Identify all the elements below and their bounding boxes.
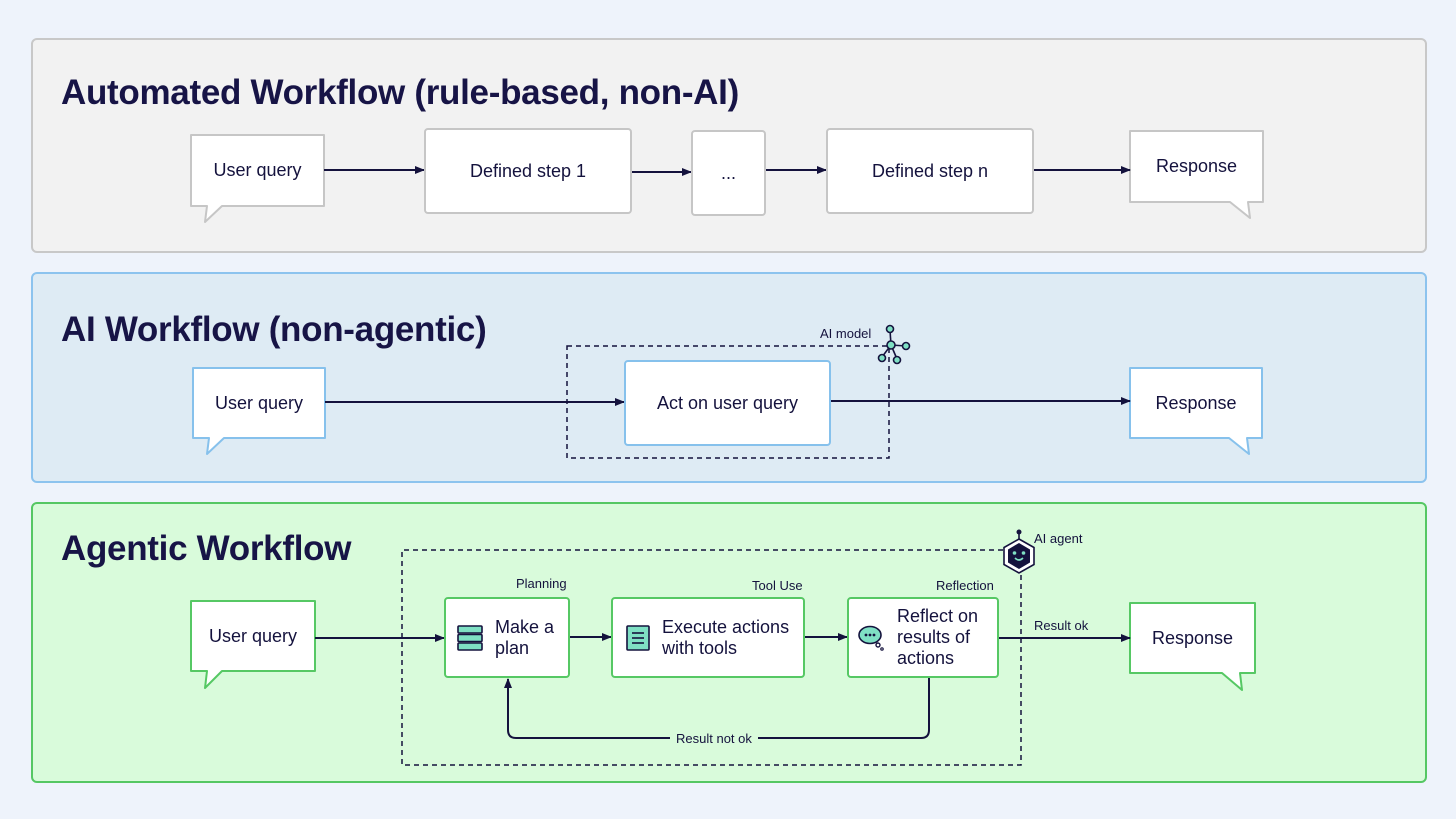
ai-model-label: AI model xyxy=(820,326,872,341)
make-a-plan-box: Make a plan xyxy=(444,597,570,678)
defined-step-n-box: Defined step n xyxy=(826,128,1034,214)
agentic-user-query: User query xyxy=(191,601,315,671)
automated-response-label: Response xyxy=(1155,156,1238,176)
automated-user-query: User query xyxy=(191,135,324,206)
defined-step-1-box: Defined step 1 xyxy=(424,128,632,214)
reflect-label: Reflect on results of actions xyxy=(897,606,979,668)
make-a-plan-label: Make a plan xyxy=(495,616,555,658)
ai-user-query: User query xyxy=(193,368,325,438)
execute-actions-box: Execute actions with tools xyxy=(611,597,805,678)
ai-response: Response xyxy=(1130,368,1262,438)
ellipsis-step-box: ... xyxy=(691,130,766,216)
ai-workflow-title: AI Workflow (non-agentic) xyxy=(61,310,487,349)
automated-response: Response xyxy=(1130,131,1263,202)
agentic-workflow-title: Agentic Workflow xyxy=(61,529,352,568)
automated-workflow-title: Automated Workflow (rule-based, non-AI) xyxy=(61,73,739,112)
agentic-response: Response xyxy=(1130,603,1255,673)
thought-bubble-icon xyxy=(857,625,885,651)
ellipsis-step-label: ... xyxy=(720,162,736,183)
automated-user-query-label: User query xyxy=(213,160,302,180)
act-on-user-query-label: Act on user query xyxy=(656,392,799,413)
stacked-layers-icon xyxy=(457,624,483,651)
result-not-ok-label: Result not ok xyxy=(670,731,758,746)
reflection-label: Reflection xyxy=(936,578,994,593)
defined-step-n-label: Defined step n xyxy=(871,160,989,181)
execute-actions-label: Execute actions with tools xyxy=(662,616,790,658)
planning-label: Planning xyxy=(516,576,567,591)
ai-agent-label: AI agent xyxy=(1034,531,1083,546)
ai-response-label: Response xyxy=(1155,392,1237,413)
ai-user-query-label: User query xyxy=(214,392,304,413)
result-ok-label: Result ok xyxy=(1034,618,1089,633)
reflect-box: Reflect on results of actions xyxy=(847,597,999,678)
act-on-user-query-box: Act on user query xyxy=(624,360,831,446)
tool-use-label: Tool Use xyxy=(752,578,803,593)
agentic-response-label: Response xyxy=(1151,627,1234,648)
defined-step-1-label: Defined step 1 xyxy=(469,160,587,181)
agentic-user-query-label: User query xyxy=(208,625,298,646)
document-list-icon xyxy=(626,624,650,651)
